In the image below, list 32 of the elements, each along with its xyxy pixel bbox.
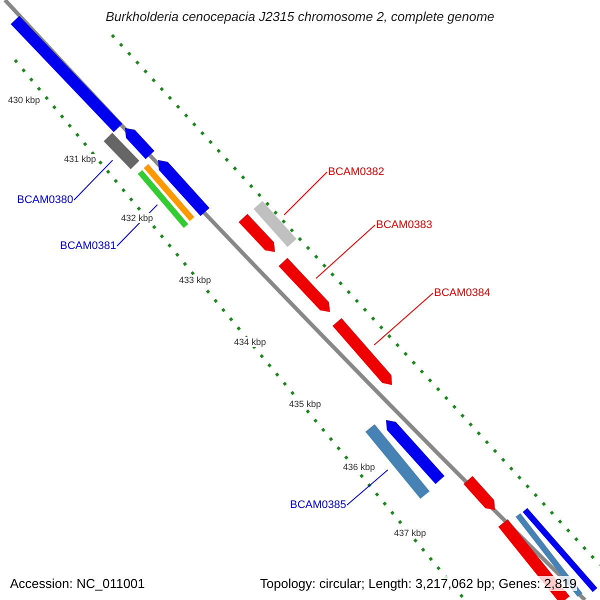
gene-bar [238, 214, 275, 252]
footer-text: Topology: circular; Length: 3,217,062 bp; Genes: 2,819 [260, 576, 577, 591]
leader-line [346, 469, 388, 506]
gene-bar [332, 318, 392, 385]
gene-label: BCAM0385 [290, 499, 346, 511]
gene-label: BCAM0383 [376, 219, 432, 231]
leader-line [284, 172, 328, 216]
tick-label: 433 kbp [178, 275, 212, 285]
tick-label: 437 kbp [393, 528, 428, 538]
tick-label: 432 kbp [120, 213, 154, 223]
title: Burkholderia cenocepacia J2315 chromosome 2, complete genome [104, 9, 496, 24]
gene-bar [254, 201, 296, 247]
footer-text: Accession: NC_011001 [10, 576, 145, 591]
gene-bar [386, 420, 444, 484]
gene-bar [138, 170, 188, 228]
tick-label: 430 kbp [7, 95, 42, 105]
leader-line [374, 292, 434, 346]
gene-label: BCAM0384 [434, 287, 490, 299]
gene-bar [158, 160, 210, 216]
gene-bar [104, 132, 140, 170]
gene-label: BCAM0382 [328, 166, 384, 178]
tick-label: 436 kbp [342, 462, 376, 472]
leader-line [74, 160, 114, 200]
tick-label: 434 kbp [233, 337, 268, 347]
gene-bar [464, 476, 495, 510]
tick-label: 435 kbp [288, 399, 322, 409]
tick-label: 431 kbp [63, 154, 98, 164]
gene-bar [125, 128, 154, 160]
gene-label: BCAM0380 [17, 194, 74, 206]
leader-line [316, 224, 376, 279]
gene-label: BCAM0381 [60, 240, 116, 252]
gene-bar [278, 258, 330, 312]
